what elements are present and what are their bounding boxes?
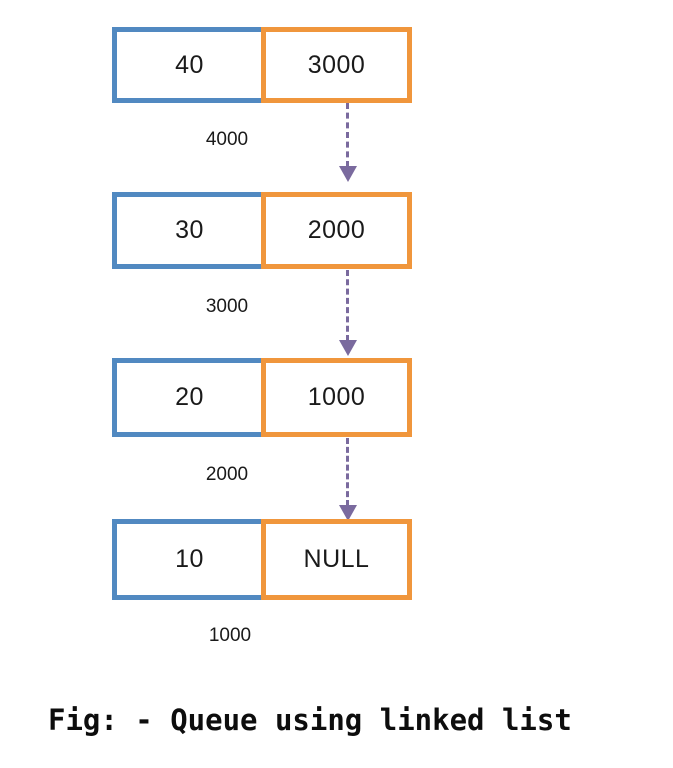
list-node: 20 1000 bbox=[112, 358, 412, 437]
node-data-cell: 20 bbox=[112, 358, 262, 437]
node-address-label: 4000 bbox=[205, 129, 249, 150]
list-node: 30 2000 bbox=[112, 192, 412, 269]
node-data-cell: 40 bbox=[112, 27, 262, 103]
node-next-cell: 3000 bbox=[261, 27, 412, 103]
node-next-cell: 1000 bbox=[261, 358, 412, 437]
arrow-head-icon bbox=[339, 166, 357, 182]
figure-caption: Fig: - Queue using linked list bbox=[48, 703, 572, 737]
next-pointer-arrow bbox=[339, 270, 357, 358]
arrow-line bbox=[346, 438, 349, 506]
node-address-label: 2000 bbox=[205, 464, 249, 485]
node-next-cell: NULL bbox=[261, 519, 412, 600]
arrow-line bbox=[346, 270, 349, 341]
node-address-label: 3000 bbox=[205, 296, 249, 317]
node-next-cell: 2000 bbox=[261, 192, 412, 269]
node-data-cell: 10 bbox=[112, 519, 262, 600]
list-node: 40 3000 bbox=[112, 27, 412, 103]
next-pointer-arrow bbox=[339, 438, 357, 522]
node-data-cell: 30 bbox=[112, 192, 262, 269]
next-pointer-arrow bbox=[339, 103, 357, 183]
list-node: 10 NULL bbox=[112, 519, 412, 600]
node-address-label: 1000 bbox=[208, 625, 252, 646]
arrow-head-icon bbox=[339, 340, 357, 356]
arrow-line bbox=[346, 103, 349, 167]
arrow-head-icon bbox=[339, 505, 357, 521]
